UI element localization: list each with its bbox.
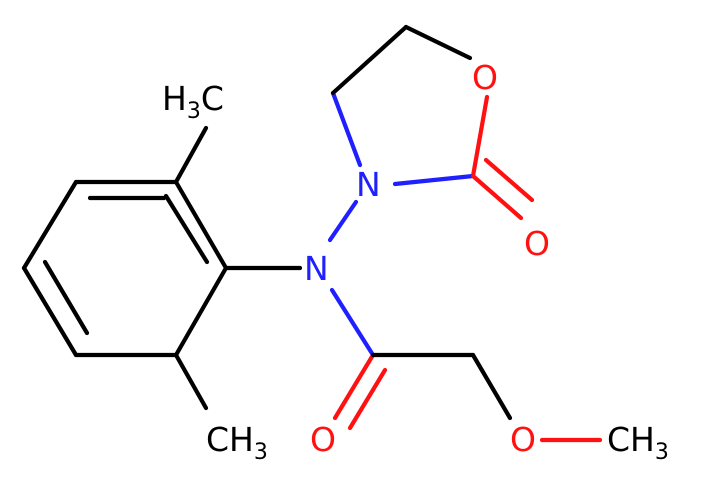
- amide-carbonyl-oxygen-label: O: [310, 420, 336, 459]
- bond-n-n: [327, 199, 359, 243]
- amide-nitrogen-label: N: [304, 249, 329, 288]
- bond-oring-c: [470, 94, 490, 179]
- bond-ring-c: [21, 179, 79, 271]
- ring-oxygen-label: O: [472, 58, 498, 97]
- bond-ch2-oether: [470, 352, 513, 421]
- bond-nring-ch2: [330, 90, 363, 168]
- bond-ring-inner-2: [42, 259, 90, 336]
- bond-methyl-bottom: [173, 352, 209, 411]
- bond-ch2-ch2: [330, 24, 409, 96]
- methyl-ether-label: CH3: [607, 420, 669, 465]
- benzene-ring: [21, 179, 229, 358]
- oxazolidinone-ring: [330, 24, 535, 221]
- methyl-top-label: H3C: [162, 79, 224, 124]
- bond-c-o-double-2: [483, 157, 535, 203]
- bond-c-nring: [392, 173, 476, 187]
- bond-c-o-double-1: [470, 173, 524, 221]
- bond-carbonyl-o-1: [332, 352, 376, 421]
- bond-ring-f: [173, 265, 229, 358]
- bond-ring-a: [173, 179, 229, 271]
- bond-methyl-top: [173, 125, 209, 185]
- ether-oxygen-label: O: [510, 420, 536, 459]
- ring-nitrogen-label: N: [356, 165, 381, 204]
- bond-ch2-oring: [403, 24, 473, 61]
- bond-n-carbonyl: [329, 287, 376, 358]
- methyl-bottom-label: CH3: [206, 420, 268, 465]
- bond-ring-d: [21, 265, 79, 358]
- bond-carbonyl-o-2: [347, 367, 388, 431]
- ring-carbonyl-oxygen-label: O: [524, 224, 550, 263]
- bond-ring-inner-1: [163, 193, 210, 265]
